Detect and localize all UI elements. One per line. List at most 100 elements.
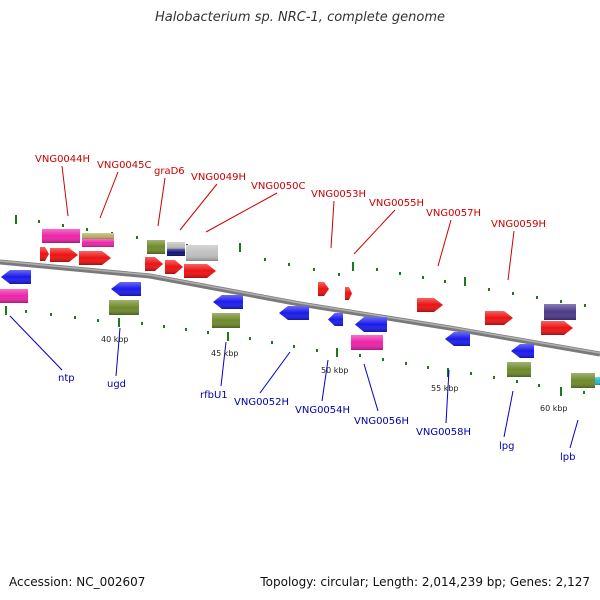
lower-tick	[25, 310, 27, 313]
map-title: Halobacterium sp. NRC-1, complete genome	[154, 10, 446, 25]
gene-feature[interactable]	[1, 270, 31, 284]
gene-feature[interactable]	[79, 251, 111, 265]
forward-connector	[61, 165, 69, 217]
forward-connector	[205, 192, 278, 233]
gene-feature[interactable]	[82, 239, 114, 247]
gene-feature[interactable]	[109, 300, 139, 315]
gene-feature[interactable]	[0, 289, 28, 303]
lower-tick	[50, 313, 52, 316]
lower-tick	[538, 384, 540, 387]
upper-tick	[512, 292, 514, 295]
gene-feature[interactable]	[165, 260, 183, 274]
genome-backbone	[0, 259, 600, 357]
gene-label-VNG0053H[interactable]: VNG0053H	[311, 189, 366, 200]
lower-tick	[427, 366, 429, 369]
upper-tick	[313, 268, 315, 271]
scale-label-45kbp: 45 kbp	[211, 349, 239, 358]
gene-feature[interactable]	[147, 240, 165, 254]
gene-label-VNG0059H[interactable]: VNG0059H	[491, 219, 546, 230]
gene-feature[interactable]	[42, 229, 80, 243]
lower-tick	[141, 322, 143, 325]
forward-connector	[437, 219, 452, 267]
gene-label-graD6[interactable]: graD6	[154, 166, 185, 177]
lower-tick	[185, 328, 187, 331]
gene-feature[interactable]	[345, 287, 352, 300]
gene-label-ugd[interactable]: ugd	[107, 379, 126, 390]
gene-feature[interactable]	[485, 311, 513, 325]
gene-feature[interactable]	[351, 335, 383, 350]
gene-feature[interactable]	[355, 317, 387, 332]
gene-feature[interactable]	[186, 245, 218, 261]
forward-connector	[179, 183, 218, 231]
gene-feature[interactable]	[279, 306, 309, 320]
gene-feature[interactable]	[184, 264, 216, 278]
reverse-connector	[9, 315, 63, 371]
gene-feature[interactable]	[541, 321, 573, 335]
scale-label-50kbp: 50 kbp	[321, 366, 349, 375]
lower-tick	[163, 325, 165, 328]
lower-tick	[405, 362, 407, 365]
upper-tick	[62, 224, 64, 227]
lower-tick	[336, 348, 338, 357]
lower-tick	[249, 337, 251, 340]
upper-tick	[264, 258, 266, 261]
gene-feature[interactable]	[167, 242, 185, 249]
forward-connector	[157, 177, 166, 227]
gene-feature[interactable]	[571, 373, 595, 388]
upper-tick	[584, 304, 586, 307]
gene-feature[interactable]	[445, 332, 470, 346]
gene-label-ntp[interactable]: ntp	[58, 373, 75, 384]
gene-label-VNG0050C[interactable]: VNG0050C	[251, 181, 306, 192]
upper-tick	[239, 243, 241, 252]
gene-label-VNG0045C[interactable]: VNG0045C	[97, 160, 152, 171]
gene-label-lpg[interactable]: lpg	[499, 441, 514, 452]
gene-label-VNG0057H[interactable]: VNG0057H	[426, 208, 481, 219]
lower-tick	[382, 358, 384, 361]
gene-label-rfbU1[interactable]: rfbU1	[200, 390, 228, 401]
gene-feature[interactable]	[167, 249, 185, 256]
gene-feature[interactable]	[50, 248, 78, 262]
lower-tick	[493, 376, 495, 379]
gene-feature[interactable]	[318, 282, 329, 296]
gene-label-VNG0052H[interactable]: VNG0052H	[234, 397, 289, 408]
gene-feature[interactable]	[40, 247, 49, 261]
gene-feature[interactable]	[507, 362, 531, 377]
gene-feature[interactable]	[544, 304, 576, 320]
accession-text: Accession: NC_002607	[9, 575, 146, 589]
gene-feature[interactable]	[213, 295, 243, 309]
gene-feature[interactable]	[82, 233, 114, 239]
gene-label-VNG0055H[interactable]: VNG0055H	[369, 198, 424, 209]
lower-tick	[583, 391, 585, 394]
upper-tick	[399, 272, 401, 275]
gene-label-VNG0049H[interactable]: VNG0049H	[191, 172, 246, 183]
gene-feature[interactable]	[328, 313, 343, 326]
reverse-connector	[259, 351, 291, 394]
gene-feature[interactable]	[511, 344, 534, 358]
upper-tick	[560, 300, 562, 303]
lower-tick	[97, 319, 99, 322]
gene-label-lpb[interactable]: lpb	[560, 452, 575, 463]
gene-label-VNG0056H[interactable]: VNG0056H	[354, 416, 409, 427]
gene-label-VNG0058H[interactable]: VNG0058H	[416, 427, 471, 438]
gene-feature[interactable]	[145, 257, 163, 271]
forward-connector	[99, 171, 119, 219]
lower-tick	[293, 345, 295, 348]
scale-label-40kbp: 40 kbp	[101, 335, 129, 344]
gene-feature[interactable]	[417, 298, 443, 312]
lower-tick	[74, 316, 76, 319]
lower-tick	[316, 349, 318, 352]
gene-feature[interactable]	[595, 377, 600, 385]
lower-tick	[447, 368, 449, 377]
upper-tick	[376, 268, 378, 271]
reverse-connector	[220, 341, 227, 387]
lower-tick	[5, 306, 7, 315]
gene-label-VNG0054H[interactable]: VNG0054H	[295, 405, 350, 416]
label-connectors	[9, 165, 579, 449]
gene-feature[interactable]	[111, 282, 141, 296]
upper-tick	[536, 296, 538, 299]
gene-label-VNG0044H[interactable]: VNG0044H	[35, 154, 90, 165]
reverse-connector	[363, 363, 379, 412]
reverse-connector	[445, 369, 450, 424]
upper-tick	[338, 273, 340, 276]
gene-feature[interactable]	[212, 313, 240, 328]
